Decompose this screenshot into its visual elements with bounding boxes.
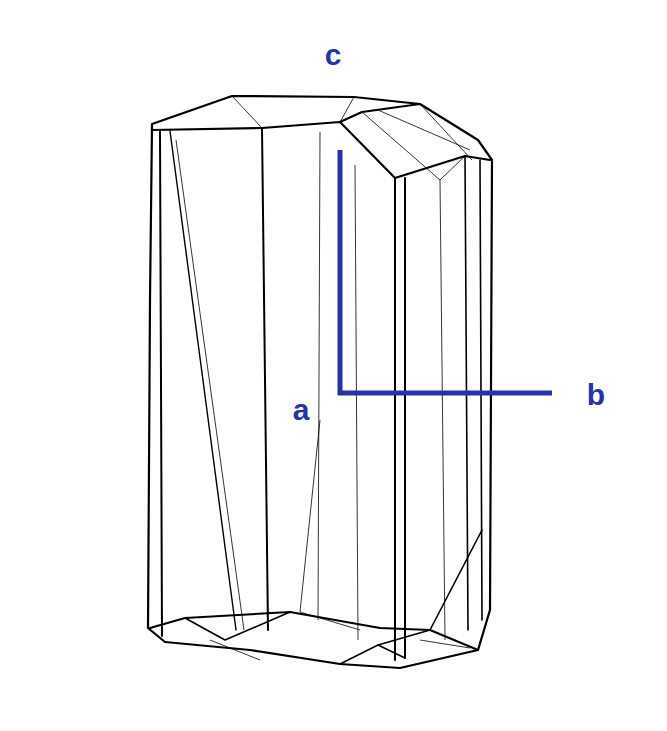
axis-lines (338, 150, 552, 395)
crystal-outline (148, 96, 492, 668)
b-axis (338, 391, 552, 396)
axis-label: c (325, 40, 342, 70)
c-axis (338, 150, 343, 395)
axis-label: a (293, 395, 310, 425)
crystal-back-edges (176, 96, 472, 660)
axis-label: b (587, 380, 605, 410)
